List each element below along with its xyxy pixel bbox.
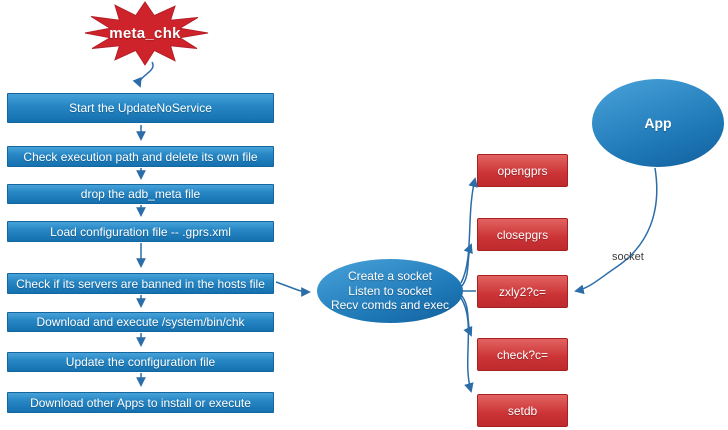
step-start-updatenoservice: Start the UpdateNoService	[7, 93, 274, 123]
edge-socket-to-closepgrs	[460, 243, 473, 288]
step-load-configuration: Load configuration file -- .gprs.xml	[7, 221, 274, 242]
edge-socket-to-setdb	[460, 297, 474, 393]
cmd-check: check?c=	[477, 338, 568, 371]
meta-chk-starburst	[84, 1, 209, 66]
app-ellipse-label: App	[644, 115, 672, 131]
cmd-zxly2: zxly2?c=	[477, 275, 568, 308]
edge-socket-to-opengprs	[460, 177, 478, 284]
cmd-opengprs: opengprs	[477, 154, 568, 187]
socket-ellipse: Create a socket Listen to socket Recv co…	[317, 259, 463, 323]
step-check-hosts-file: Check if its servers are banned in the h…	[7, 273, 274, 294]
cmd-setdb: setdb	[477, 394, 568, 427]
step-drop-adb-meta: drop the adb_meta file	[7, 184, 274, 204]
step-download-other-apps: Download other Apps to install or execut…	[7, 392, 274, 413]
edge-meta-chk-to-step-0	[132, 61, 154, 88]
cmd-closepgrs: closepgrs	[477, 218, 568, 251]
socket-ellipse-line-1: Create a socket	[347, 269, 433, 284]
app-ellipse: App	[592, 79, 724, 167]
meta-chk-label: meta_chk	[109, 25, 181, 42]
socket-ellipse-line-2: Listen to socket	[348, 283, 432, 298]
edge-app-to-zxly2	[574, 167, 658, 295]
step-check-execution-path: Check execution path and delete its own …	[7, 146, 274, 167]
socket-ellipse-line-3: Recv comds and exec	[330, 298, 450, 313]
socket-edge-label: socket	[612, 251, 644, 263]
step-update-configuration: Update the configuration file	[7, 352, 274, 372]
step-download-execute-chk: Download and execute /system/bin/chk	[7, 312, 274, 332]
edge-step-4-to-socket-ellipse	[275, 281, 311, 297]
